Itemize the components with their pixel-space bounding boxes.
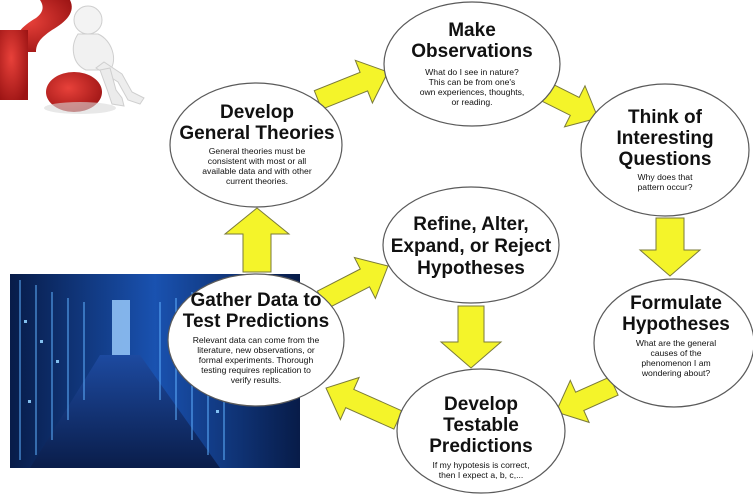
arrow-observations-to-questions [540,82,599,128]
refine-title-3: Hypotheses [417,258,525,279]
predictions-title-3: Predictions [429,436,532,457]
predictions-desc-2: then I expect a, b, c,... [439,470,524,480]
question-mark-body [0,30,28,100]
gather-desc-4: testing requires replication to [201,365,311,375]
predictions-title-2: Testable [443,415,519,436]
gather-desc-2: literature, new observations, or [197,345,315,355]
gather-title-1: Gather Data to [191,290,322,311]
svg-text:If my hypotesis is correct,the: If my hypotesis is correct,then I expect… [433,460,530,480]
theories-desc-4: current theories. [226,176,288,186]
theories-desc-3: available data and with other [202,166,312,176]
formulate-desc-4: wondering about? [641,368,711,378]
observations-title-1: Make [448,20,496,41]
question-mark-dot [46,72,102,112]
questions-title-2: Interesting [616,128,713,149]
cycle-arrows [223,59,702,430]
question-mark-figure-image [0,0,145,114]
observations-desc-4: or reading. [451,97,492,107]
svg-text:What do I see in nature?This c: What do I see in nature?This can be from… [420,67,525,107]
predictions-title-1: Develop [444,394,518,415]
arrow-theories-to-observations [313,59,389,110]
predictions-desc-1: If my hypotesis is correct, [433,460,530,470]
observations-desc-1: What do I see in nature? [425,67,519,77]
arrow-questions-to-formulate [638,217,702,277]
gather-desc-5: verify results. [231,375,282,385]
arrow-predictions-to-gather [325,376,403,430]
formulate-desc-2: causes of the [650,348,701,358]
svg-text:Refine, Alter,Expand, or Rejec: Refine, Alter,Expand, or RejectHypothese… [391,214,552,279]
arrow-gather-to-refine [316,256,389,310]
refine-title-1: Refine, Alter, [413,214,528,235]
formulate-desc-1: What are the general [636,338,716,348]
theories-title-1: Develop [220,102,294,123]
formulate-title-1: Formulate [630,293,722,314]
arrow-gather-to-theories [223,207,291,273]
figure-head [73,5,103,35]
formulate-desc-3: phenomenon I am [641,358,710,368]
gather-desc-1: Relevant data can come from the [193,335,320,345]
gather-title-2: Test Predictions [183,311,329,332]
formulate-title-2: Hypotheses [622,314,730,335]
questions-title-1: Think of [628,107,703,128]
arrow-formulate-to-predictions [555,376,619,424]
questions-desc-2: pattern occur? [638,182,693,192]
theories-desc-1: General theories must be [209,146,306,156]
refine-title-2: Expand, or Reject [391,236,552,257]
observations-desc-3: own experiences, thoughts, [420,87,525,97]
arrow-refine-to-predictions [439,305,503,369]
observations-desc-2: This can be from one's [429,77,516,87]
questions-desc-1: Why does that [638,172,694,182]
gather-desc-3: formal experiments. Thorough [199,355,314,365]
observations-title-2: Observations [411,41,532,62]
theories-title-2: General Theories [179,123,334,144]
theories-desc-2: consistent with most or all [208,156,306,166]
svg-text:Relevant data can come from th: Relevant data can come from theliteratur… [193,335,320,385]
questions-title-3: Questions [619,149,712,170]
